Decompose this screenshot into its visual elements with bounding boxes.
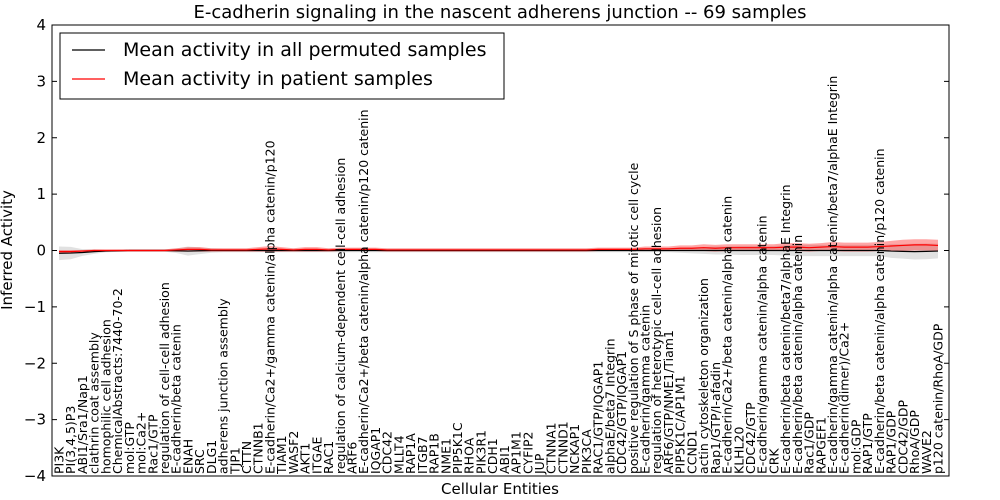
y-tick-label: 2 — [36, 129, 46, 147]
y-axis-ticks: −4 −3 −2 −1 0 1 2 3 4 — [24, 16, 949, 485]
y-tick-label: 0 — [36, 242, 46, 260]
x-category-label: WASF2 — [286, 431, 301, 474]
x-category-label: E-cadherin/beta catenin/beta7/alphaE Int… — [778, 184, 793, 474]
y-tick-label: −3 — [24, 411, 46, 429]
x-category-label: mol:GDP — [848, 419, 863, 474]
x-category-label: E-cadherin/gamma catenin/alpha catenin/b… — [825, 76, 840, 474]
x-category-label: positive regulation of S phase of mitoti… — [626, 162, 641, 474]
x-category-label: ENAH — [180, 439, 195, 474]
x-category-label: ARF6/GTP/NME1/Tiam1 — [661, 330, 676, 474]
legend-label-permuted: Mean activity in all permuted samples — [123, 39, 486, 61]
x-category-label: mol:Ca2+ — [134, 412, 149, 474]
legend: Mean activity in all permuted samples Me… — [59, 32, 505, 100]
legend-label-patient: Mean activity in patient samples — [123, 68, 433, 90]
x-category-label: ITGAE — [309, 436, 324, 474]
x-category-label: homophilic cell adhesion — [98, 319, 113, 474]
x-category-label: regulation of calcium-dependent cell-cel… — [333, 158, 348, 474]
y-tick-label: −4 — [24, 467, 46, 485]
x-category-label: E-cadherin(dimer)/Ca2+ — [837, 322, 852, 474]
x-category-label: ARF6 — [345, 442, 360, 474]
x-category-label: PIK3CA — [579, 429, 594, 474]
x-category-label: NME1 — [438, 438, 453, 474]
x-category-label: Rac1/GDP — [802, 412, 817, 474]
x-category-label: RAPGEF1 — [813, 417, 828, 474]
x-category-label: CTNND1 — [555, 421, 570, 474]
x-category-label: actin cytoskeleton organization — [696, 278, 711, 474]
x-category-label: p120 catenin/RhoA/GDP — [931, 323, 946, 474]
x-category-label: SRC — [192, 449, 207, 474]
x-category-label: KLHL20 — [731, 427, 746, 474]
x-category-label: WAVE2 — [919, 430, 934, 474]
x-category-label: CCND1 — [684, 430, 699, 474]
y-tick-label: 1 — [36, 185, 46, 203]
x-category-label: CDH1 — [485, 438, 500, 474]
x-category-label: E-cadherin/beta catenin/alpha catenin/p1… — [872, 148, 887, 474]
x-axis-label: Cellular Entities — [441, 480, 559, 498]
x-category-label: PIP5K1C/AP1M1 — [673, 375, 688, 474]
x-category-label: CTNNA1 — [544, 422, 559, 474]
x-category-label: CDC42 — [380, 431, 395, 474]
series-lines — [58, 244, 939, 254]
x-category-label: E-cadherin/Ca2+/gamma catenin/alpha cate… — [262, 140, 277, 474]
x-category-label: MLLT4 — [391, 435, 406, 474]
x-category-label: E-cadherin/gamma catenin — [638, 305, 653, 474]
x-category-label: ITGB7 — [415, 436, 430, 474]
x-category-label: AKT1 — [298, 443, 313, 474]
x-category-label: NCKAP1 — [567, 424, 582, 474]
x-category-label: CRK — [766, 448, 781, 474]
x-category-label: RAP1/GTP — [860, 413, 875, 474]
x-category-label: E-cadherin/gamma catenin/alpha catenin — [755, 215, 770, 474]
y-axis-label: Inferred Activity — [0, 190, 16, 310]
x-category-label: Rac1/GTP — [145, 414, 160, 474]
x-category-label: E-cadherin/Ca2+/beta catenin/alpha caten… — [356, 109, 371, 474]
x-category-label: RAP1/GDP — [884, 410, 899, 474]
x-category-label: TIAM1 — [274, 435, 289, 475]
x-category-label: PI(3,4,5)P3 — [63, 406, 78, 474]
x-category-label: Rap1/GTP/I-afadin — [708, 362, 723, 474]
x-category-label: CDC42/GTP — [743, 402, 758, 474]
x-category-label: ABI1 — [497, 445, 512, 474]
x-category-label: CTNNB1 — [251, 422, 266, 474]
x-category-label: CDC42/GDP — [895, 399, 910, 474]
x-category-label: CTTN — [239, 441, 254, 474]
y-tick-label: −2 — [24, 354, 46, 372]
x-category-label: E-cadherin/beta catenin — [169, 324, 184, 474]
x-category-label: RHOA — [462, 437, 477, 474]
x-category-label: AP1M1 — [509, 431, 524, 474]
x-category-label: mol:GTP — [122, 422, 137, 474]
legend-box — [59, 32, 505, 100]
x-category-label: TJP1 — [227, 447, 242, 475]
x-category-label: RhoA/GDP — [907, 410, 922, 474]
x-category-label: clathrin coat assembly — [87, 332, 102, 474]
x-category-label: PI3K — [52, 446, 67, 474]
x-category-label: PIP5K1C — [450, 422, 465, 474]
x-category-label: RAP1B — [427, 433, 442, 474]
x-category-label: regulation of cell-cell adhesion — [157, 282, 172, 474]
y-tick-label: 4 — [36, 16, 46, 34]
x-category-label: CYFIP2 — [520, 431, 535, 474]
x-category-label: IQGAP1 — [368, 427, 383, 474]
x-category-label: PIK3R1 — [473, 430, 488, 474]
x-category-label: CDC42/GTP/IQGAP1 — [614, 351, 629, 474]
x-category-label: RAC1 — [321, 441, 336, 474]
y-tick-label: −1 — [24, 298, 46, 316]
line-series-1 — [59, 244, 939, 253]
x-category-label: JUP — [532, 453, 547, 475]
y-tick-label: 3 — [36, 72, 46, 90]
x-category-label: RAC1/GTP/IQGAP1 — [591, 361, 606, 474]
x-category-label: alphaE/beta7 Integrin — [602, 338, 617, 474]
x-category-label: adherens junction assembly — [216, 298, 231, 474]
x-category-label: DLG1 — [204, 440, 219, 474]
chart-title: E-cadherin signaling in the nascent adhe… — [193, 2, 806, 23]
x-category-label: RAP1A — [403, 433, 418, 474]
x-category-label: E-cadherin/beta catenin/alpha catenin — [790, 235, 805, 474]
x-category-label: E-cadherin/Ca2+/beta catenin/alpha caten… — [720, 196, 735, 474]
x-category-label: ChemicalAbstracts:7440-70-2 — [110, 288, 125, 474]
x-category-label: ABI1/Sra1/Nap1 — [75, 375, 90, 474]
x-category-label: regulation of heterotypic cell-cell adhe… — [649, 207, 664, 474]
